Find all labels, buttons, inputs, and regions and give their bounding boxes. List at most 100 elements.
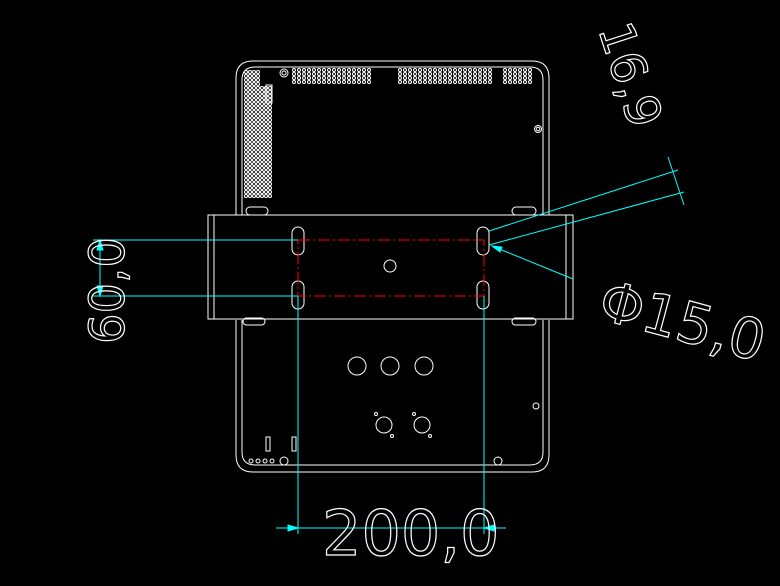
vent-hole: [244, 90, 248, 94]
vent-hole: [523, 68, 527, 72]
vent-hole: [398, 68, 402, 72]
vent-hole: [297, 76, 301, 80]
vent-hole: [342, 68, 346, 72]
vent-hole: [367, 68, 371, 72]
lower-slot-2: [291, 436, 297, 452]
vent-hole: [488, 80, 492, 84]
vent-hole: [260, 186, 264, 190]
vent-hole: [244, 82, 248, 86]
vent-hole: [252, 94, 256, 98]
vent-hole: [317, 68, 321, 72]
dim-label-200: 200,0: [322, 497, 500, 570]
bracket-outline: [207, 214, 574, 320]
vent-hole: [264, 162, 268, 166]
vent-hole: [268, 166, 272, 170]
vent-hole: [264, 98, 268, 102]
vent-hole: [357, 68, 361, 72]
vent-hole: [297, 72, 301, 76]
vent-hole: [347, 68, 351, 72]
vent-hole: [268, 154, 272, 158]
vent-hole: [260, 162, 264, 166]
vent-hole: [256, 106, 260, 110]
vent-hole: [423, 68, 427, 72]
vent-hole: [448, 68, 452, 72]
dim-phi15-arrow: [490, 245, 503, 253]
vent-hole: [268, 90, 272, 94]
vent-hole: [433, 76, 437, 80]
vent-hole: [256, 174, 260, 178]
vent-hole: [260, 154, 264, 158]
vent-hole: [256, 114, 260, 118]
vent-hole: [413, 68, 417, 72]
status-led-4: [269, 458, 275, 464]
vent-hole: [252, 122, 256, 126]
vent-hole: [248, 150, 252, 154]
vent-hole: [367, 76, 371, 80]
vent-hole: [252, 146, 256, 150]
vent-hole: [256, 126, 260, 130]
vent-hole: [264, 122, 268, 126]
vent-hole: [418, 80, 422, 84]
vent-hole: [268, 186, 272, 190]
vent-hole: [244, 170, 248, 174]
vent-hole: [463, 72, 467, 76]
lower-hole-left: [279, 456, 289, 466]
vent-hole: [367, 72, 371, 76]
vent-hole: [352, 68, 356, 72]
dim-16-9-extension-bottom: [488, 191, 685, 246]
vent-hole: [256, 90, 260, 94]
vent-hole: [268, 146, 272, 150]
vent-hole: [268, 174, 272, 178]
vent-hole: [327, 72, 331, 76]
vent-hole: [468, 80, 472, 84]
vent-hole: [248, 130, 252, 134]
vent-hole: [244, 130, 248, 134]
vent-hole: [473, 80, 477, 84]
mounting-bracket: [207, 214, 574, 320]
vent-hole: [260, 86, 264, 90]
vent-hole: [403, 68, 407, 72]
vent-hole: [483, 68, 487, 72]
vent-hole: [473, 72, 477, 76]
vent-hole: [317, 72, 321, 76]
vent-hole: [513, 80, 517, 84]
vent-hole: [307, 76, 311, 80]
vent-hole: [248, 190, 252, 194]
vent-hole: [268, 86, 272, 90]
lower-hole-mid: [493, 456, 503, 466]
vent-hole: [268, 114, 272, 118]
vent-hole: [260, 134, 264, 138]
vent-hole: [252, 190, 256, 194]
vent-hole: [248, 186, 252, 190]
vent-hole: [483, 80, 487, 84]
xlr-socket-left: [374, 412, 394, 438]
vent-hole: [264, 178, 268, 182]
vent-hole: [264, 94, 268, 98]
vent-hole: [248, 162, 252, 166]
upper-hole-left: [279, 68, 289, 78]
vent-hole: [244, 186, 248, 190]
status-led-3: [262, 458, 268, 464]
vent-hole: [244, 122, 248, 126]
vent-hole: [347, 80, 351, 84]
vent-hole: [252, 170, 256, 174]
vent-hole: [248, 178, 252, 182]
dim-16-9-extension-top: [488, 169, 679, 232]
vent-hole: [248, 114, 252, 118]
center-hole: [383, 259, 397, 273]
vent-hole: [268, 190, 272, 194]
vent-hole: [248, 78, 252, 82]
vent-hole: [264, 110, 268, 114]
vent-hole: [252, 86, 256, 90]
vent-hole: [244, 134, 248, 138]
vent-hole: [252, 74, 256, 78]
vent-hole: [248, 170, 252, 174]
vent-hole: [357, 80, 361, 84]
vent-hole: [252, 98, 256, 102]
vent-hole: [264, 102, 268, 106]
vent-hole: [264, 114, 268, 118]
vent-hole: [268, 170, 272, 174]
vent-hole: [252, 114, 256, 118]
vent-hole: [268, 142, 272, 146]
vent-hole: [264, 118, 268, 122]
